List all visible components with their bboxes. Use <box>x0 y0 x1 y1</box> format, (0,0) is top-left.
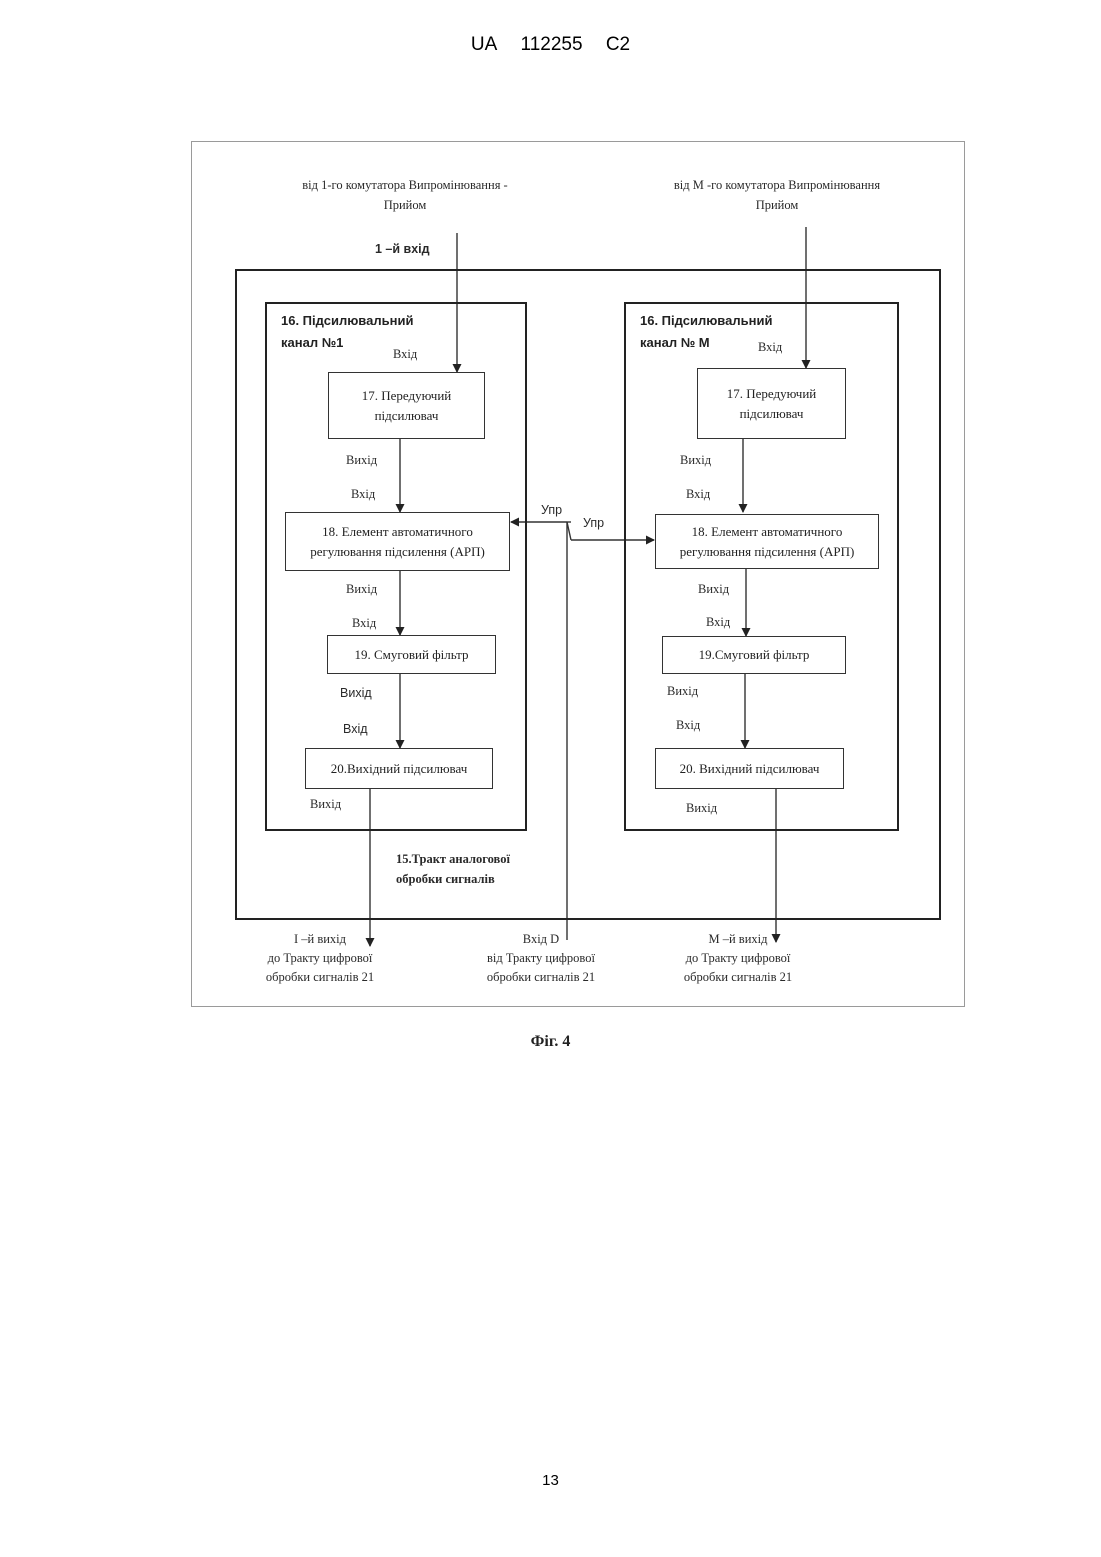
control-label-right: Упр <box>583 516 604 530</box>
chm-bandpass-filter-label: 19.Смуговий фільтр <box>699 645 810 665</box>
ch1-pre-amplifier-line1: 17. Передуючий <box>362 386 452 406</box>
chm-agc-element-line1: 18. Елемент автоматичного <box>692 522 843 542</box>
ch1-pre-amplifier: 17. Передуючий підсилювач <box>328 372 485 439</box>
output-m-label: М –й вихід до Тракту цифрової обробки си… <box>663 930 813 987</box>
analog-path-label-line1: 15.Тракт аналогової <box>396 849 510 869</box>
ch1-block20-output-label: Вихід <box>310 797 341 812</box>
channel-m-title-line1: 16. Підсилювальний <box>640 310 772 332</box>
chm-block17-input-label: Вхід <box>758 340 782 355</box>
ch1-agc-element: 18. Елемент автоматичного регулювання пі… <box>285 512 510 571</box>
output-1-label-line1: І –й вихід <box>245 930 395 949</box>
ch1-block17-input-label: Вхід <box>393 347 417 362</box>
output-m-label-line3: обробки сигналів 21 <box>663 968 813 987</box>
ch1-bandpass-filter-label: 19. Смуговий фільтр <box>354 645 468 665</box>
output-m-label-line1: М –й вихід <box>663 930 813 949</box>
ch1-agc-element-line2: регулювання підсилення (АРП) <box>310 542 485 562</box>
ch1-output-amplifier-label: 20.Вихідний підсилювач <box>331 759 468 779</box>
chm-output-amplifier-label: 20. Вихідний підсилювач <box>680 759 820 779</box>
ch1-block18-output-label: Вихід <box>346 582 377 597</box>
input-1-port-label: 1 –й вхід <box>375 242 430 256</box>
input-1-source-line1: від 1-го комутатора Випромінювання - <box>270 175 540 195</box>
chm-agc-element: 18. Елемент автоматичного регулювання пі… <box>655 514 879 569</box>
input-d-label-line1: Вхід D <box>466 930 616 949</box>
control-label-left: Упр <box>541 503 562 517</box>
page-number: 13 <box>0 1472 1101 1489</box>
channel-m-title-line2: канал № М <box>640 332 772 354</box>
chm-pre-amplifier-line2: підсилювач <box>740 404 804 424</box>
analog-path-label-line2: обробки сигналів <box>396 869 510 889</box>
chm-bandpass-filter: 19.Смуговий фільтр <box>662 636 846 674</box>
ch1-agc-element-line1: 18. Елемент автоматичного <box>322 522 473 542</box>
analog-path-label: 15.Тракт аналогової обробки сигналів <box>396 849 510 889</box>
output-m-label-line2: до Тракту цифрової <box>663 949 813 968</box>
channel-m-title: 16. Підсилювальний канал № М <box>640 310 772 354</box>
ch1-block19-output-label: Вихід <box>340 686 372 700</box>
chm-pre-amplifier-line1: 17. Передуючий <box>727 384 817 404</box>
chm-pre-amplifier: 17. Передуючий підсилювач <box>697 368 846 439</box>
ch1-block18-input-label: Вхід <box>351 487 375 502</box>
channel-1-title-line1: 16. Підсилювальний <box>281 310 413 332</box>
output-1-label-line3: обробки сигналів 21 <box>245 968 395 987</box>
ch1-block19-input-label: Вхід <box>352 616 376 631</box>
input-m-source-line1: від М -го комутатора Випромінювання <box>642 175 912 195</box>
ch1-pre-amplifier-line2: підсилювач <box>375 406 439 426</box>
input-m-source: від М -го комутатора Випромінювання Прий… <box>642 175 912 215</box>
input-d-label-line3: обробки сигналів 21 <box>466 968 616 987</box>
ch1-block17-output-label: Вихід <box>346 453 377 468</box>
ch1-block20-input-label: Вхід <box>343 722 368 736</box>
ch1-bandpass-filter: 19. Смуговий фільтр <box>327 635 496 674</box>
input-d-label: Вхід D від Тракту цифрової обробки сигна… <box>466 930 616 987</box>
input-m-source-line2: Прийом <box>642 195 912 215</box>
chm-block20-output-label: Вихід <box>686 801 717 816</box>
input-1-source: від 1-го комутатора Випромінювання - При… <box>270 175 540 215</box>
input-d-label-line2: від Тракту цифрової <box>466 949 616 968</box>
chm-block20-input-label: Вхід <box>676 718 700 733</box>
chm-block19-input-label: Вхід <box>706 615 730 630</box>
output-1-label-line2: до Тракту цифрової <box>245 949 395 968</box>
ch1-output-amplifier: 20.Вихідний підсилювач <box>305 748 493 789</box>
output-1-label: І –й вихід до Тракту цифрової обробки си… <box>245 930 395 987</box>
figure-caption: Фіг. 4 <box>0 1033 1101 1051</box>
input-1-source-line2: Прийом <box>270 195 540 215</box>
chm-block18-output-label: Вихід <box>698 582 729 597</box>
chm-block19-output-label: Вихід <box>667 684 698 699</box>
chm-output-amplifier: 20. Вихідний підсилювач <box>655 748 844 789</box>
chm-block18-input-label: Вхід <box>686 487 710 502</box>
chm-agc-element-line2: регулювання підсилення (АРП) <box>680 542 855 562</box>
chm-block17-output-label: Вихід <box>680 453 711 468</box>
